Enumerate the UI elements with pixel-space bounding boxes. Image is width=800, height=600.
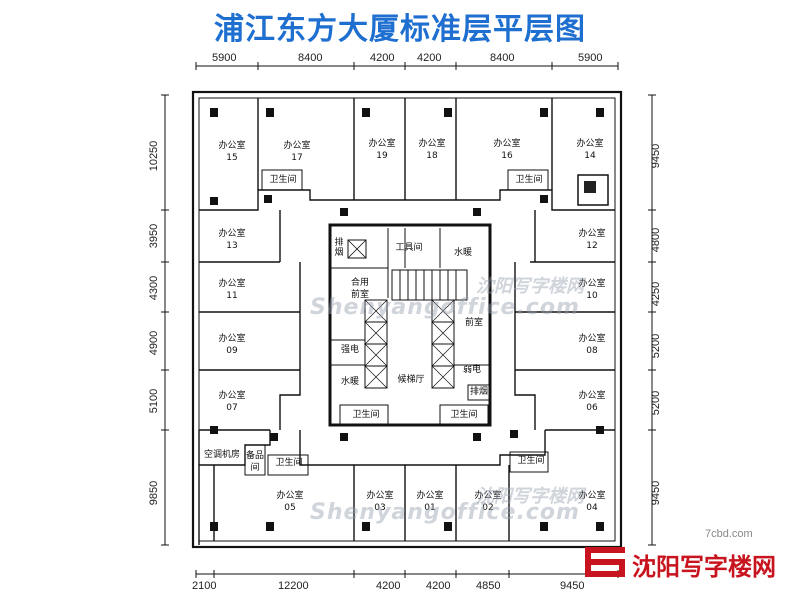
dim-top-2: 8400 bbox=[298, 52, 323, 64]
office-number: 05 bbox=[284, 503, 296, 513]
office-number: 17 bbox=[291, 153, 303, 163]
office-number: 19 bbox=[376, 151, 388, 161]
office-number: 12 bbox=[586, 241, 598, 251]
office-14: 办公室 14 bbox=[568, 138, 612, 162]
front-room: 前室 bbox=[464, 318, 483, 328]
smoke-exhaust: 排烟 bbox=[334, 238, 344, 258]
office-label: 办公室 bbox=[218, 279, 246, 289]
dim-top-6: 5900 bbox=[578, 52, 603, 64]
office-10: 办公室 10 bbox=[570, 278, 614, 302]
spare-room: 备品间 bbox=[246, 451, 265, 473]
dim-top-3: 4200 bbox=[370, 52, 395, 64]
office-label: 办公室 bbox=[578, 491, 606, 501]
office-number: 16 bbox=[501, 151, 513, 161]
office-15: 办公室 15 bbox=[210, 140, 254, 164]
office-number: 06 bbox=[586, 403, 598, 413]
watermark-en-top: Shenyangoffice.com bbox=[310, 295, 580, 320]
office-number: 13 bbox=[226, 241, 238, 251]
dim-bottom-2: 12200 bbox=[278, 580, 309, 592]
office-label: 办公室 bbox=[366, 491, 394, 501]
water-heat-room: 水暖 bbox=[453, 248, 472, 258]
dim-bottom-6: 9450 bbox=[560, 580, 585, 592]
office-label: 办公室 bbox=[276, 491, 304, 501]
office-number: 11 bbox=[226, 291, 238, 301]
office-label: 办公室 bbox=[576, 139, 604, 149]
water-heat-core: 水暖 bbox=[340, 377, 359, 387]
office-label: 办公室 bbox=[218, 229, 246, 239]
office-02: 办公室 02 bbox=[466, 490, 510, 514]
office-label: 办公室 bbox=[416, 491, 444, 501]
office-number: 09 bbox=[226, 346, 238, 356]
toilet-top-left: 卫生间 bbox=[269, 175, 297, 185]
office-19: 办公室 19 bbox=[360, 138, 404, 162]
shared-front-room: 合用前室 bbox=[350, 278, 369, 300]
office-09: 办公室 09 bbox=[210, 333, 254, 357]
dim-bottom-5: 4850 bbox=[476, 580, 501, 592]
office-16: 办公室 16 bbox=[485, 138, 529, 162]
office-07: 办公室 07 bbox=[210, 390, 254, 414]
dim-top-1: 5900 bbox=[212, 52, 237, 64]
tool-room: 工具间 bbox=[395, 243, 423, 253]
office-17: 办公室 17 bbox=[275, 140, 319, 164]
office-label: 办公室 bbox=[493, 139, 521, 149]
toilet-bottom-left: 卫生间 bbox=[275, 458, 303, 468]
office-12: 办公室 12 bbox=[570, 228, 614, 252]
office-04: 办公室 04 bbox=[570, 490, 614, 514]
office-label: 办公室 bbox=[578, 334, 606, 344]
office-number: 04 bbox=[586, 503, 598, 513]
watermark-cn-bottom: 沈阳写字楼网 bbox=[476, 486, 584, 507]
office-label: 办公室 bbox=[283, 141, 311, 151]
ac-room: 空调机房 bbox=[203, 450, 240, 460]
toilet-bottom-right: 卫生间 bbox=[517, 456, 545, 466]
office-03: 办公室 03 bbox=[358, 490, 402, 514]
toilet-core-left: 卫生间 bbox=[352, 410, 380, 420]
office-label: 办公室 bbox=[218, 391, 246, 401]
elevator-hall: 候梯厅 bbox=[397, 375, 425, 385]
office-11: 办公室 11 bbox=[210, 278, 254, 302]
watermark-cn-top: 沈阳写字楼网 bbox=[476, 276, 584, 297]
logo-text: 沈阳写字楼网 bbox=[632, 553, 776, 581]
toilet-top-right: 卫生间 bbox=[515, 175, 543, 185]
office-number: 14 bbox=[584, 151, 596, 161]
office-number: 07 bbox=[226, 403, 238, 413]
dim-top-4: 4200 bbox=[417, 52, 442, 64]
office-label: 办公室 bbox=[474, 491, 502, 501]
office-18: 办公室 18 bbox=[410, 138, 454, 162]
office-number: 15 bbox=[226, 153, 238, 163]
office-label: 办公室 bbox=[418, 139, 446, 149]
office-label: 办公室 bbox=[368, 139, 396, 149]
office-number: 18 bbox=[426, 151, 438, 161]
office-label: 办公室 bbox=[218, 334, 246, 344]
office-13: 办公室 13 bbox=[210, 228, 254, 252]
office-08: 办公室 08 bbox=[570, 333, 614, 357]
office-label: 办公室 bbox=[578, 391, 606, 401]
office-01: 办公室 01 bbox=[408, 490, 452, 514]
office-label: 办公室 bbox=[578, 279, 606, 289]
dim-bottom-3: 4200 bbox=[376, 580, 401, 592]
weak-electric-room: 弱电 bbox=[462, 365, 481, 375]
page-title: 浦江东方大厦标准层平层图 bbox=[214, 12, 586, 47]
watermark-en-bottom: Shenyangoffice.com bbox=[310, 500, 580, 525]
office-05: 办公室 05 bbox=[268, 490, 312, 514]
office-label: 办公室 bbox=[578, 229, 606, 239]
office-06: 办公室 06 bbox=[570, 390, 614, 414]
strong-electric-room: 强电 bbox=[340, 345, 359, 355]
smoke-exhaust-right: 排烟 bbox=[469, 387, 488, 397]
office-number: 02 bbox=[482, 503, 494, 513]
dim-bottom-4: 4200 bbox=[426, 580, 451, 592]
office-number: 01 bbox=[424, 503, 436, 513]
toilet-core-right: 卫生间 bbox=[450, 410, 478, 420]
office-label: 办公室 bbox=[218, 141, 246, 151]
office-number: 10 bbox=[586, 291, 598, 301]
office-number: 03 bbox=[374, 503, 386, 513]
site-url: 7cbd.com bbox=[705, 528, 753, 540]
dim-top-5: 8400 bbox=[490, 52, 515, 64]
dim-bottom-1: 2100 bbox=[192, 580, 217, 592]
office-number: 08 bbox=[586, 346, 598, 356]
